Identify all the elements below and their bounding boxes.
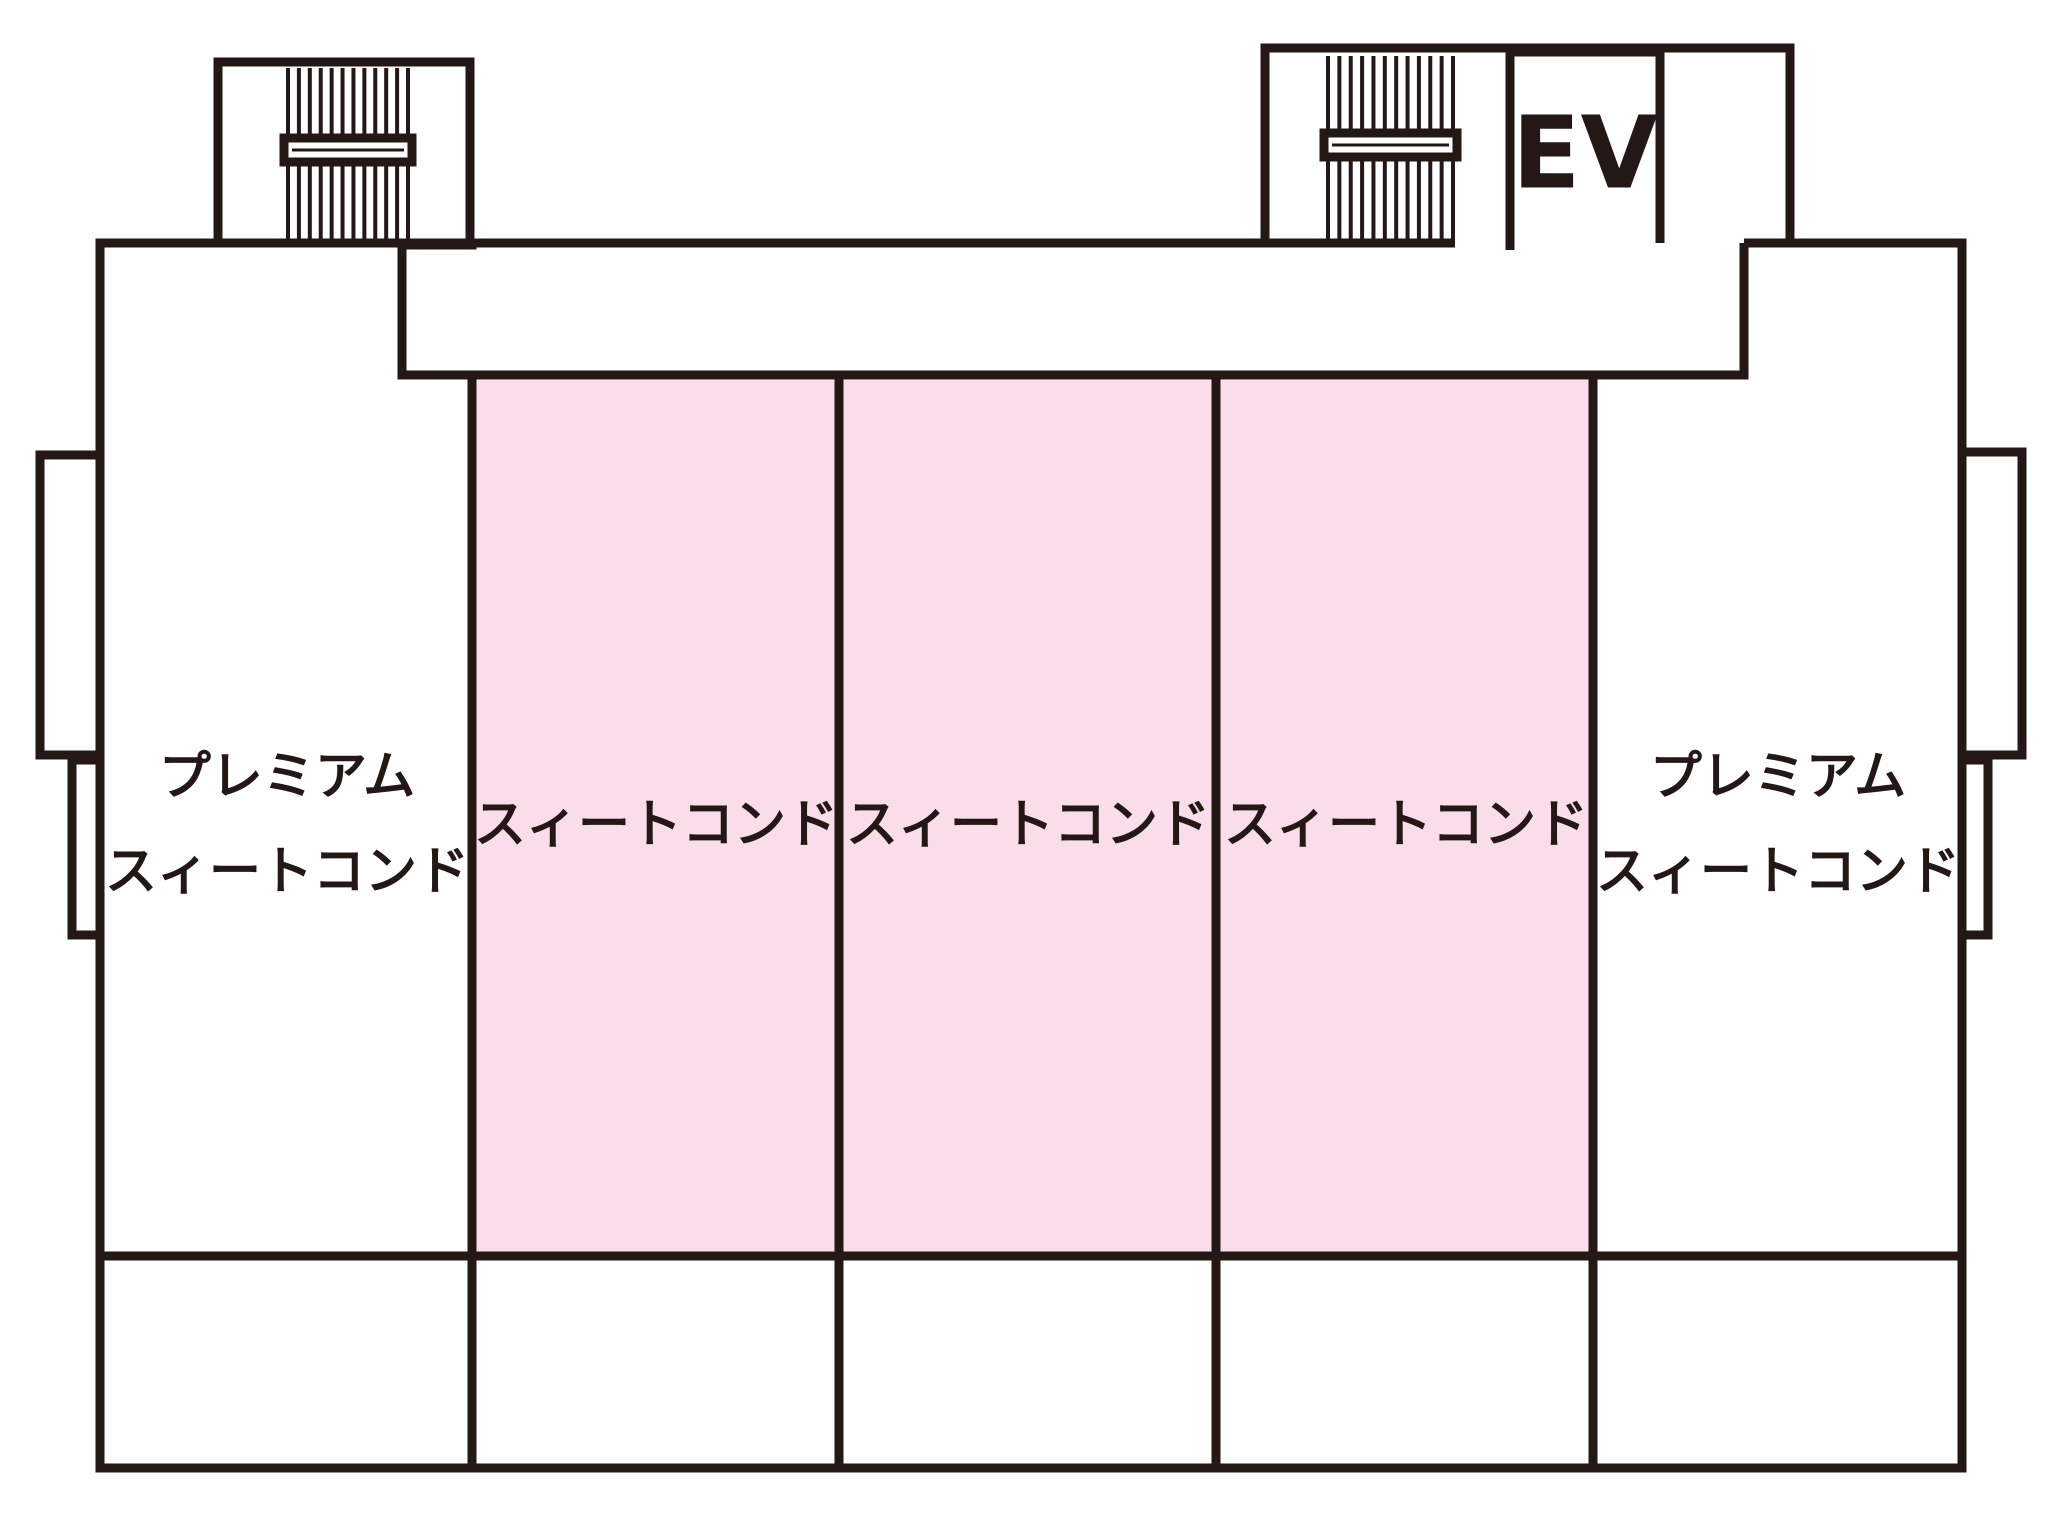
left-bay-window-upper [35, 450, 100, 760]
svg-text:スィートコンド: スィートコンド [105, 842, 469, 902]
building-outline [95, 238, 1967, 1473]
svg-text:スィートコンド: スィートコンド [1224, 795, 1588, 855]
right-bay-window-upper [1962, 447, 2027, 760]
svg-text:プレミアム: プレミアム [159, 747, 415, 807]
right-bay-window-lower [1962, 755, 1993, 940]
svg-text:スィートコンド: スィートコンド [474, 795, 838, 855]
svg-text:スィートコンド: スィートコンド [846, 795, 1210, 855]
right-stair-icon [1319, 56, 1462, 246]
elevator-label: EV [1512, 94, 1658, 211]
left-stair-tower [213, 57, 475, 243]
room-label-premium-suite-condo-left: プレミアム スィートコンド [105, 747, 469, 902]
room-label-suite-condo-2: スィートコンド [846, 795, 1210, 855]
suite-condo-room-3-fill [842, 380, 1213, 1252]
left-stair-icon [279, 68, 417, 243]
svg-text:プレミアム: プレミアム [1650, 747, 1906, 807]
room-label-premium-suite-condo-right: プレミアム スィートコンド [1596, 747, 1960, 902]
suite-condo-room-2-fill [475, 380, 835, 1252]
room-label-suite-condo-1: スィートコンド [474, 795, 838, 855]
room-label-suite-condo-3: スィートコンド [1224, 795, 1588, 855]
ev-shaft [1505, 47, 1665, 250]
svg-text:スィートコンド: スィートコンド [1596, 842, 1960, 902]
left-bay-window-lower [67, 755, 100, 940]
corridor-outline [397, 240, 1749, 380]
suite-condo-room-4-fill [1220, 380, 1590, 1252]
